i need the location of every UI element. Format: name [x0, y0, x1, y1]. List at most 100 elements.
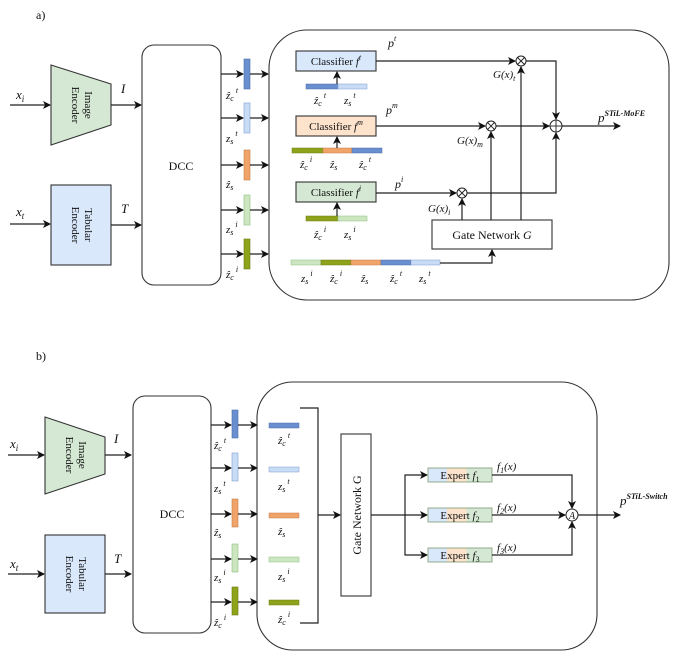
- feature-zs-t-b: [211, 452, 258, 482]
- svg-text:Encoder: Encoder: [69, 87, 81, 124]
- input-tabular-label: xt: [15, 204, 25, 221]
- svg-text:ẑs: ẑs: [213, 527, 221, 540]
- svg-text:zst: zst: [418, 269, 431, 286]
- expert-output-labels: f1(x) f2(x) f3(x): [497, 461, 517, 556]
- label-zs-t: zst: [225, 129, 238, 146]
- panel-b-label: b): [36, 349, 46, 363]
- svg-text:Tabular: Tabular: [82, 208, 94, 242]
- classifier-t-label: Classifier ft: [311, 53, 362, 68]
- svg-text:ẑct: ẑct: [213, 436, 227, 453]
- panel-b: b) xi xt Image Encoder I Tabular Encoder…: [8, 349, 668, 651]
- multiply-node-t: [515, 55, 527, 67]
- gate-network-a: [431, 219, 553, 250]
- classifier-i-input-labels: ẑci zsi: [313, 225, 356, 242]
- expert-3: Expert f3: [427, 547, 493, 564]
- input-image-label-b: xi: [9, 436, 19, 453]
- svg-text:zsi: zsi: [300, 269, 313, 286]
- panel-a-label: a): [36, 8, 45, 22]
- svg-text:Encoder: Encoder: [69, 207, 81, 244]
- image-encoder-label: Image Encoder: [69, 87, 94, 124]
- gate-input-vector: [290, 259, 441, 266]
- multiply-node-m: [485, 120, 497, 132]
- concat-bracket: [300, 407, 319, 624]
- feature-zc-t: [221, 58, 269, 90]
- gate-to-expert-3: [404, 515, 428, 559]
- mofe-container: [268, 29, 670, 301]
- tabular-encoder-b-label: Tabular Encoder: [63, 556, 88, 593]
- output-label-a: pSTiL-MoFE: [597, 109, 645, 125]
- svg-text:ẑct: ẑct: [358, 155, 372, 172]
- aggregator-node: A: [565, 508, 579, 522]
- expert-1: Expert f1: [427, 467, 493, 484]
- expert-1-to-agg: [492, 474, 576, 509]
- svg-text:f3(x): f3(x): [497, 542, 517, 556]
- input-tabular-label-b: xt: [9, 556, 19, 573]
- image-feature-label-b: I: [113, 431, 119, 446]
- svg-text:Expert f3: Expert f3: [440, 550, 479, 564]
- svg-text:Expert f1: Expert f1: [440, 470, 479, 484]
- svg-text:ẑs: ẑs: [329, 159, 337, 172]
- tabular-encoder-label: Tabular Encoder: [69, 207, 94, 244]
- expert-3-to-agg: [492, 521, 576, 556]
- gate-network-a-label: Gate Network G: [452, 228, 532, 242]
- feature-z-s: [221, 149, 269, 181]
- sum-node: [549, 119, 563, 133]
- svg-text:Encoder: Encoder: [63, 437, 75, 474]
- tabular-encoder-b: [44, 534, 106, 614]
- label-zs-i: zsi: [225, 220, 238, 237]
- classifier-i-input-vector: [305, 215, 368, 222]
- svg-text:ẑci: ẑci: [329, 269, 342, 286]
- svg-text:zst: zst: [213, 479, 226, 496]
- p-m-label: pm: [385, 101, 398, 117]
- tabular-feature-label-b: T: [114, 551, 122, 566]
- svg-text:ẑci: ẑci: [313, 225, 326, 242]
- svg-text:Tabular: Tabular: [76, 557, 88, 591]
- feature-zs-t: [221, 102, 269, 134]
- feature-labels-a: ẑct zst ẑs zsi ẑci: [225, 86, 239, 282]
- vector-to-gate-arrow: [440, 249, 496, 264]
- svg-text:f1(x): f1(x): [497, 461, 517, 475]
- gate-to-expert-1: [404, 471, 428, 515]
- mult-t-to-sum: [526, 60, 560, 120]
- tabular-encoder: [50, 184, 112, 266]
- feature-vectors-b: [211, 409, 258, 616]
- gate-input-labels: zsi ẑci ẑs ẑct zst: [300, 269, 431, 286]
- gate-weight-m-label: G(x)m: [457, 135, 483, 149]
- p-i-label: pi: [394, 175, 403, 191]
- svg-text:Image: Image: [76, 441, 88, 469]
- output-label-b: pSTiL-Switch: [619, 492, 668, 508]
- svg-text:ẑci: ẑci: [277, 610, 290, 627]
- dcc-label-b: DCC: [160, 507, 185, 521]
- switch-container: [256, 381, 598, 651]
- dcc-label: DCC: [169, 159, 194, 173]
- feature-z-s-b: [211, 498, 258, 528]
- gate-network-b-label: Gate Network G: [350, 475, 364, 555]
- svg-text:Image: Image: [82, 91, 94, 119]
- svg-text:ẑct: ẑct: [313, 91, 327, 108]
- feature-zc-i-b: [211, 586, 258, 616]
- svg-text:ẑci: ẑci: [299, 155, 312, 172]
- feature-labels-b: ẑct zst ẑs zsi ẑci: [213, 436, 227, 630]
- feature-zs-i: [221, 194, 269, 226]
- input-image-label: xi: [15, 87, 25, 104]
- classifier-i-label: Classifier fi: [311, 184, 361, 199]
- multiply-node-i: [456, 187, 468, 199]
- image-feature-label: I: [120, 81, 126, 96]
- svg-text:zst: zst: [277, 477, 290, 494]
- svg-text:ẑci: ẑci: [213, 613, 226, 630]
- svg-text:ẑct: ẑct: [277, 431, 291, 448]
- image-encoder-b-label: Image Encoder: [63, 437, 88, 474]
- gate-network-b: [340, 433, 372, 597]
- tabular-feature-label: T: [121, 201, 129, 216]
- svg-text:zsi: zsi: [343, 225, 356, 242]
- p-t-label: pt: [387, 34, 397, 50]
- classifier-m-input-labels: ẑci ẑs ẑct: [299, 155, 372, 172]
- svg-text:Encoder: Encoder: [63, 556, 75, 593]
- label-zc-t: ẑct: [225, 86, 239, 103]
- classifier-t-input-labels: ẑct zst: [313, 91, 356, 108]
- classifier-t-input-vector: [305, 83, 368, 90]
- classifier-m-label: Classifier fm: [309, 118, 363, 133]
- mult-i-to-sum: [467, 132, 560, 194]
- classifier-m-input-vector: [291, 147, 383, 154]
